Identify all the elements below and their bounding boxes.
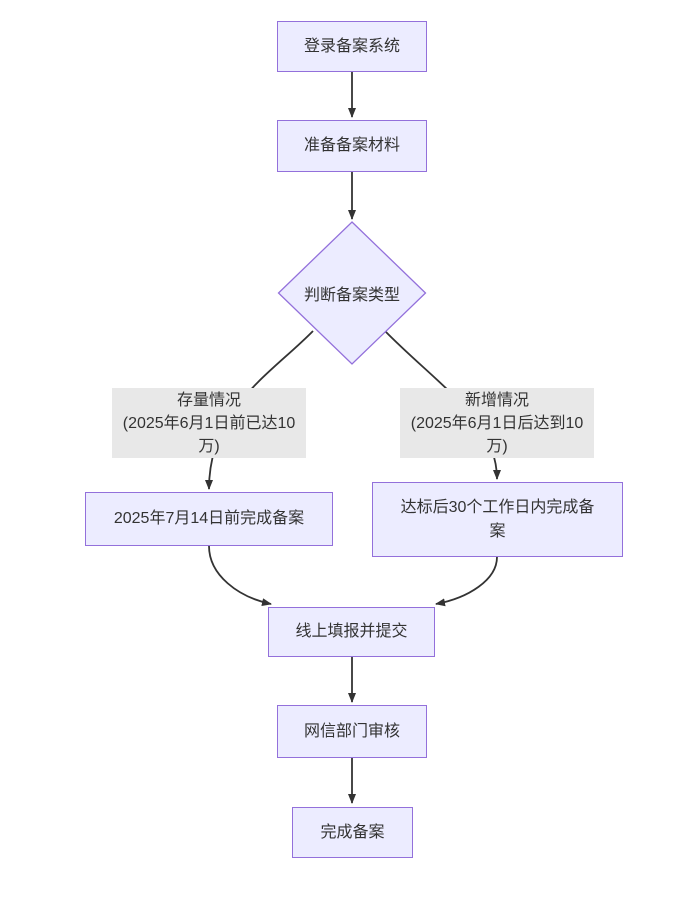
node-review: 网信部门审核 [277, 705, 427, 758]
node-review-label: 网信部门审核 [303, 722, 400, 740]
node-new-deadline: 达标后30个工作日内完成备 案 [372, 482, 623, 557]
edge-label-stock-line1: 存量情况 [176, 391, 241, 409]
node-done-label: 完成备案 [320, 823, 385, 841]
node-stock-deadline-label: 2025年7月14日前完成备案 [113, 510, 305, 527]
node-stock-deadline: 2025年7月14日前完成备案 [85, 492, 333, 546]
edge-label-new-line3: 万) [486, 437, 508, 455]
edge-label-new: 新增情况 (2025年6月1日后达到10 万) [400, 388, 594, 458]
node-prepare-label: 准备备案材料 [303, 137, 400, 154]
node-submit: 线上填报并提交 [268, 607, 435, 657]
decision-diamond [277, 221, 427, 365]
edge-label-new-line2: (2025年6月1日后达到10 [410, 414, 584, 432]
node-new-deadline-line2: 案 [489, 522, 506, 540]
node-submit-label: 线上填报并提交 [295, 623, 408, 640]
edge-label-stock: 存量情况 (2025年6月1日前已达10 万) [112, 388, 306, 458]
decision-label: 判断备案类型 [282, 280, 422, 306]
edge-label-new-line1: 新增情况 [464, 391, 529, 409]
edge-stock-submit [208, 545, 272, 607]
edge-new-submit [435, 556, 498, 607]
node-login-label: 登录备案系统 [303, 37, 400, 55]
decision-label-text: 判断备案类型 [303, 287, 400, 304]
node-new-deadline-line1: 达标后30个工作日内完成备 [400, 498, 595, 516]
edge-label-stock-line3: 万) [198, 437, 220, 455]
node-prepare: 准备备案材料 [277, 120, 427, 172]
node-done: 完成备案 [292, 807, 413, 858]
edge-label-stock-line2: (2025年6月1日前已达10 [122, 414, 296, 432]
node-login: 登录备案系统 [277, 21, 427, 72]
